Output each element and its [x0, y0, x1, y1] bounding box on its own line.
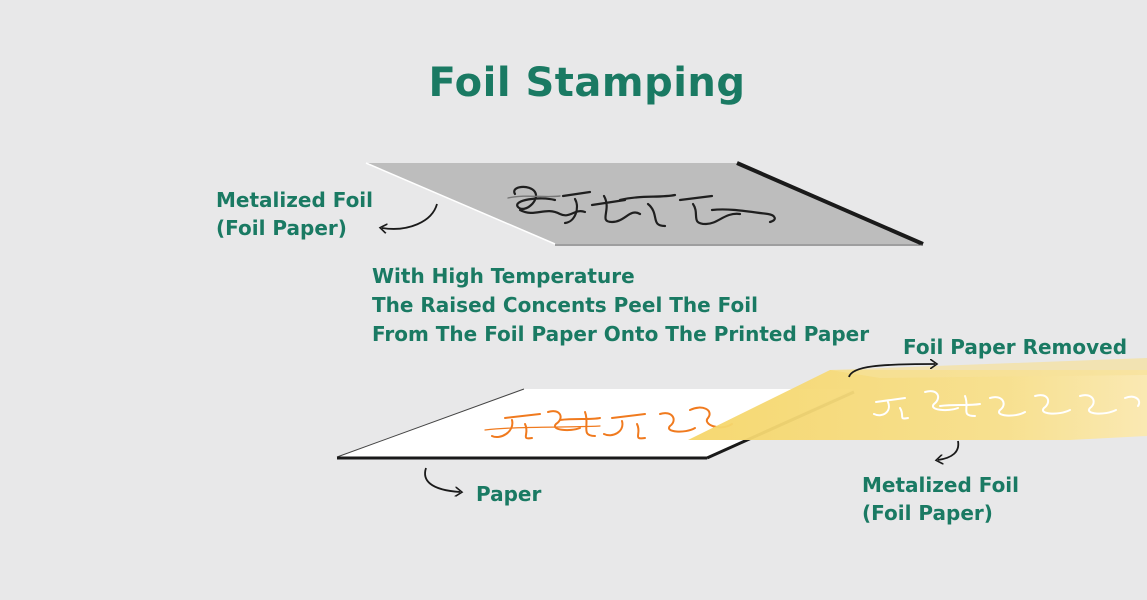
metalized-foil-bottom-arrow	[938, 440, 960, 460]
description-line: With High Temperature	[372, 264, 635, 288]
paper-label: Paper	[476, 482, 542, 506]
gold-foil-paper	[688, 358, 1147, 440]
process-description-label: With High Temperature The Raised Concent…	[372, 262, 869, 349]
metalized-foil-sheet	[365, 161, 924, 246]
label-line: (Foil Paper)	[216, 216, 347, 240]
description-line: The Raised Concents Peel The Foil	[372, 293, 758, 317]
page-title: Foil Stamping	[428, 60, 746, 106]
metalized-foil-top-label: Metalized Foil (Foil Paper)	[216, 186, 373, 242]
description-line: From The Foil Paper Onto The Printed Pap…	[372, 322, 870, 346]
metalized-foil-bottom-label: Metalized Foil (Foil Paper)	[862, 471, 1019, 527]
stamped-signature-mark	[484, 406, 733, 440]
foil-paper-removed-arrow	[848, 364, 935, 378]
gold-foil-signature-mark	[873, 390, 1141, 420]
paper-arrow	[424, 467, 460, 492]
label-line: (Foil Paper)	[862, 501, 993, 525]
foil-paper-removed-label: Foil Paper Removed	[903, 335, 1128, 359]
foil-signature-mark	[507, 185, 776, 228]
metalized-foil-top-arrow	[382, 203, 438, 229]
label-line: Metalized Foil	[216, 188, 374, 212]
label-line: Metalized Foil	[862, 473, 1020, 497]
